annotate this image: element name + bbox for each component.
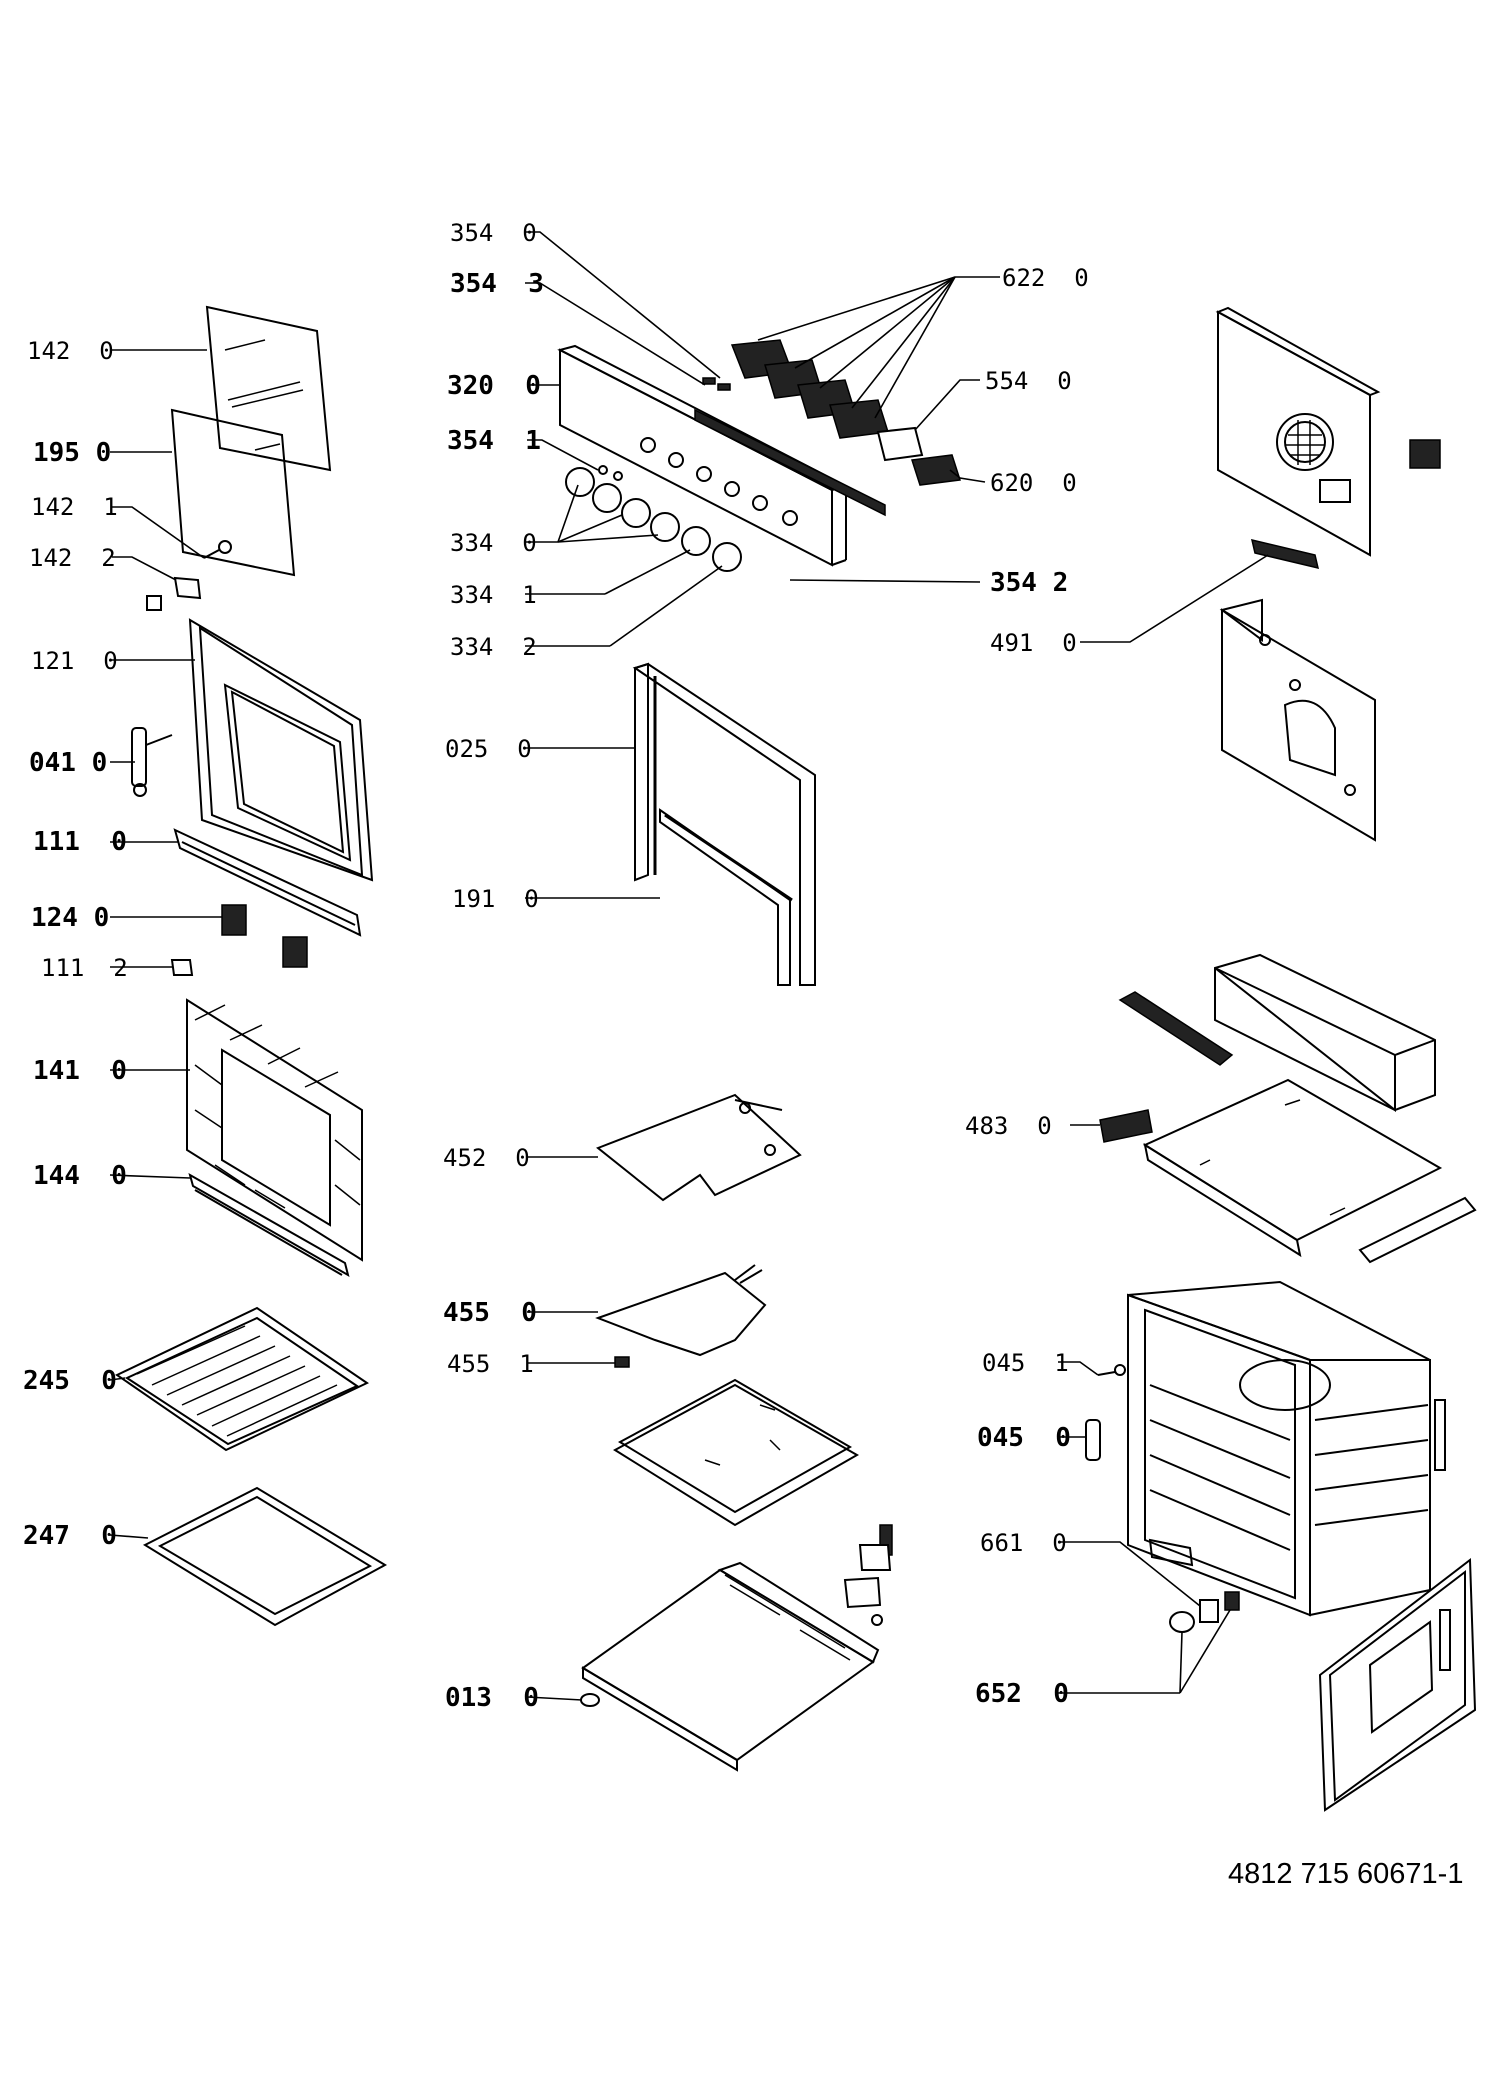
label-620-0: 620 0	[990, 469, 1077, 497]
document-number: 4812 715 60671-1	[1228, 1858, 1464, 1890]
door-hinge	[131, 727, 173, 797]
control-knobs	[565, 465, 742, 572]
thermostat	[876, 426, 924, 462]
top-heating-element	[596, 1093, 802, 1202]
element-clip	[614, 1356, 630, 1368]
indicator-lamps	[702, 377, 731, 391]
door-handle	[173, 828, 362, 937]
switch-strip	[694, 408, 886, 517]
label-142-0: 142 0	[27, 337, 114, 365]
label-141-0: 141 0	[33, 1056, 127, 1086]
label-455-1: 455 1	[447, 1350, 534, 1378]
label-124-0: 124 0	[31, 903, 109, 933]
label-354-2: 354 2	[990, 568, 1068, 598]
handle-bracket-right	[282, 936, 308, 968]
label-483-0: 483 0	[965, 1112, 1052, 1140]
hinge-receiver	[1085, 1419, 1101, 1461]
hinge-screw	[1097, 1364, 1126, 1376]
lamp-socket	[1199, 1591, 1240, 1623]
label-111-0: 111 0	[33, 827, 127, 857]
rear-panel	[1215, 306, 1381, 557]
label-111-2: 111 2	[41, 954, 128, 982]
handle-endcap	[170, 959, 194, 976]
cover-trim	[1358, 1196, 1477, 1264]
label-661-0: 661 0	[980, 1529, 1067, 1557]
door-seal-strip	[188, 1172, 350, 1278]
lamp-holder	[843, 1524, 893, 1626]
label-191-0: 191 0	[452, 885, 539, 913]
grill-element	[595, 1264, 767, 1357]
label-245-0: 245 0	[23, 1366, 117, 1396]
label-622-0: 622 0	[1002, 264, 1089, 292]
label-142-1: 142 1	[31, 493, 118, 521]
oven-cavity	[1127, 1280, 1446, 1617]
selector-switch	[911, 454, 961, 486]
handle-bracket-left	[221, 904, 247, 936]
heating-rail	[1118, 991, 1234, 1066]
terminal-strip	[1250, 538, 1320, 570]
label-144-0: 144 0	[33, 1161, 127, 1191]
label-025-0: 025 0	[445, 735, 532, 763]
glass-clip	[146, 576, 202, 611]
side-panel	[1318, 1558, 1477, 1812]
lamp-glass	[1169, 1611, 1195, 1633]
rear-bracket	[1219, 598, 1376, 842]
part-labels: 142 0 195 0 142 1 142 2 121 0 041 0 111 …	[23, 219, 1089, 1713]
label-041-0: 041 0	[29, 748, 107, 778]
label-142-2: 142 2	[29, 544, 116, 572]
oven-bottom	[581, 1561, 880, 1772]
foot	[580, 1693, 600, 1707]
cavity-front-frame	[632, 662, 816, 986]
glass-screw	[203, 540, 232, 559]
cavity-top-plate	[1142, 1078, 1443, 1258]
label-045-0: 045 0	[977, 1423, 1071, 1453]
door-outer-glass	[205, 305, 332, 472]
door-frame	[188, 618, 374, 882]
label-334-1: 334 1	[450, 581, 537, 609]
label-652-0: 652 0	[975, 1679, 1069, 1709]
label-045-1: 045 1	[982, 1349, 1069, 1377]
fan-cover	[1214, 953, 1436, 1113]
baking-tray	[142, 1486, 388, 1627]
label-334-0: 334 0	[450, 529, 537, 557]
label-554-0: 554 0	[985, 367, 1072, 395]
label-354-0: 354 0	[450, 219, 537, 247]
label-121-0: 121 0	[31, 647, 118, 675]
lamp-bracket	[1148, 1538, 1194, 1567]
label-491-0: 491 0	[990, 629, 1077, 657]
leader-lines	[109, 231, 1269, 1701]
cavity-seal	[653, 676, 793, 902]
label-455-0: 455 0	[443, 1298, 537, 1328]
door-inner-glass	[170, 408, 296, 577]
terminal-block-small	[1409, 439, 1441, 469]
label-354-3: 354 3	[450, 269, 544, 299]
label-013-0: 013 0	[445, 1683, 539, 1713]
label-320-0: 320 0	[447, 371, 541, 401]
label-334-2: 334 2	[450, 633, 537, 661]
wire-shelf	[115, 1306, 370, 1452]
terminal-block-483	[1099, 1109, 1153, 1143]
switch-blocks	[730, 339, 889, 439]
door-insulation-frame	[186, 998, 363, 1262]
label-354-1: 354 1	[447, 426, 541, 456]
label-247-0: 247 0	[23, 1521, 117, 1551]
label-452-0: 452 0	[443, 1144, 530, 1172]
label-195-0: 195 0	[33, 438, 111, 468]
bottom-cover-plate	[613, 1378, 860, 1527]
